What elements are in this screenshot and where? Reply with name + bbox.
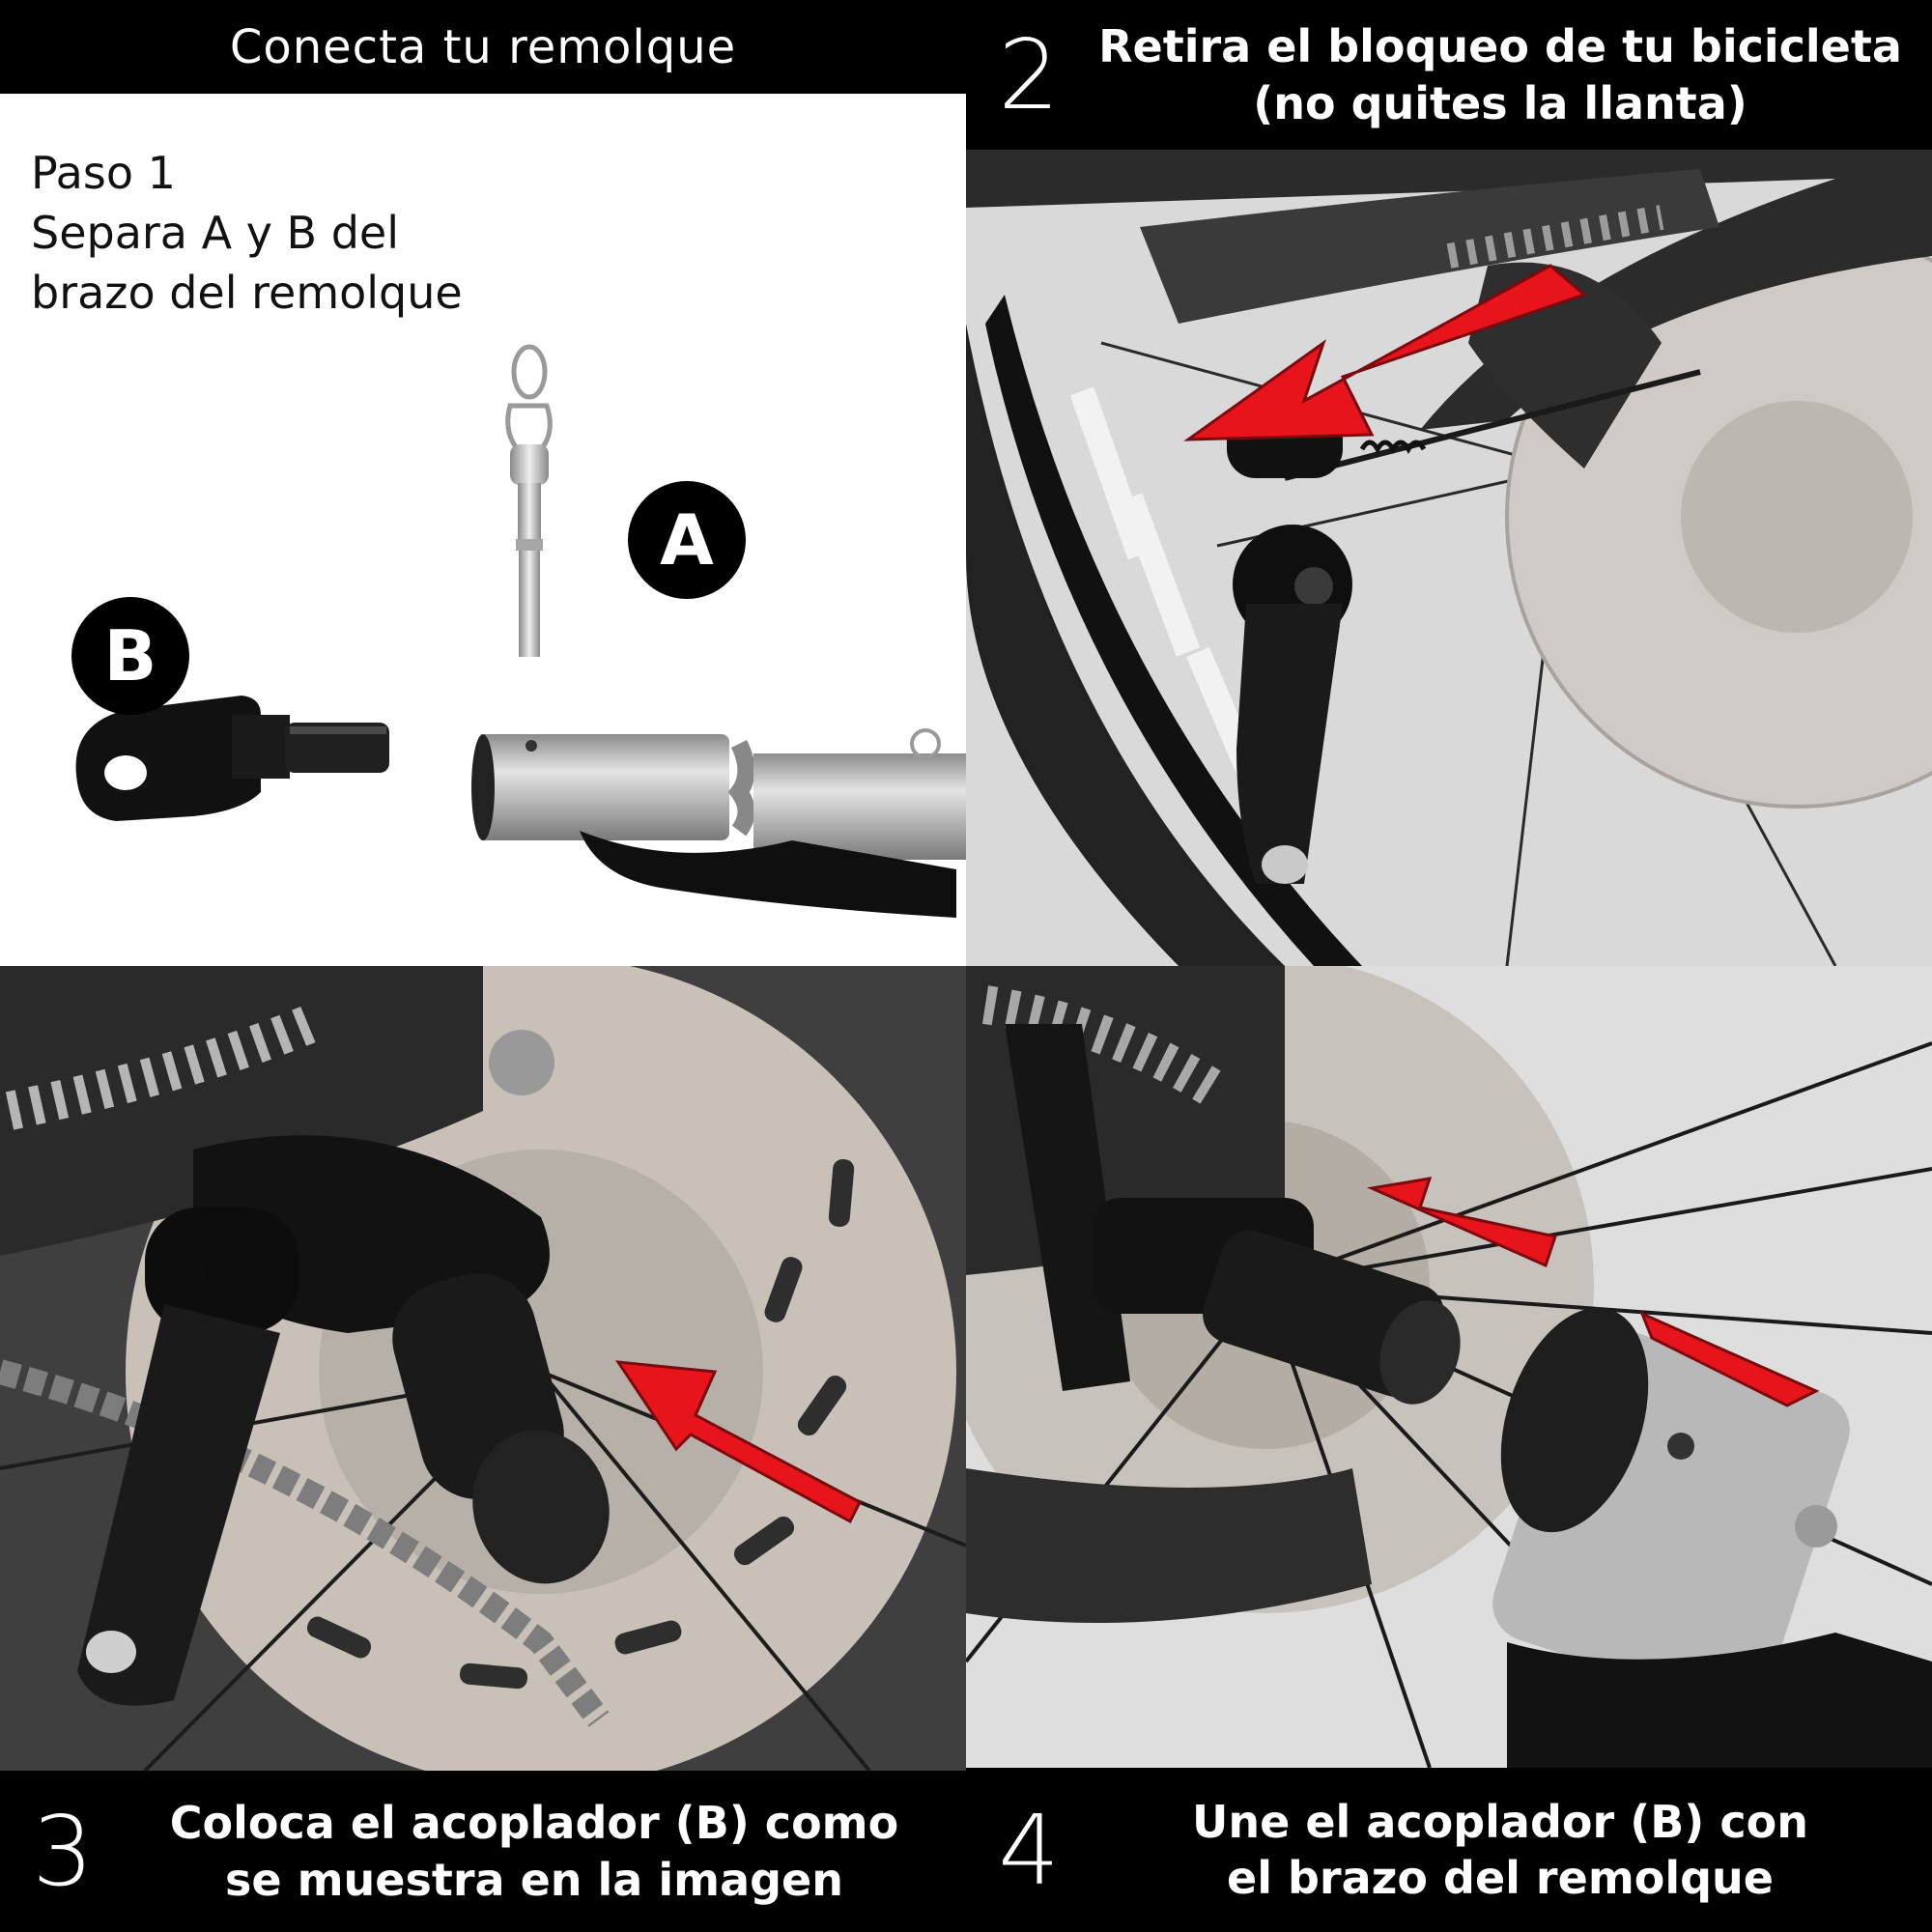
step2-number: 2: [998, 18, 1060, 131]
trailer-arm: [471, 728, 966, 918]
step1-title: Paso 1: [31, 147, 176, 199]
step4-line-1: Une el acoplador (B) con: [1192, 1795, 1808, 1848]
panel3-photo: [0, 966, 966, 1771]
step3-line-2: se muestra en la imagen: [225, 1853, 843, 1906]
panel4-photo: [966, 966, 1932, 1768]
pin-a: [505, 344, 553, 657]
panel2-header-bar: 2 Retira el bloqueo de tu bicicleta (no …: [966, 0, 1932, 150]
panel1-instructions: Paso 1 Separa A y B del brazo del remolq…: [31, 143, 463, 323]
step3-line-1: Coloca el acoplador (B) como: [169, 1797, 899, 1850]
step4-line-2: el brazo del remolque: [1227, 1852, 1774, 1904]
step2-line-1: Retira el bloqueo de tu bicicleta: [1098, 20, 1902, 73]
coupler-b: [75, 696, 389, 821]
badge-a: A: [628, 481, 746, 599]
coupler-b-installed: [1092, 1198, 1461, 1405]
panel4-arrow-left: [1366, 1177, 1557, 1268]
step1-line-1: Separa A y B del: [31, 207, 400, 259]
step3-number: 3: [32, 1795, 94, 1908]
panel1-header: Conecta tu remolque: [229, 19, 737, 74]
panel2-arrow: [1183, 264, 1587, 441]
qr-lever-open: [77, 1208, 299, 1706]
panel1-header-bar: Conecta tu remolque: [0, 0, 966, 94]
trailer-arm-approach: [1492, 1307, 1932, 1768]
step4-number: 4: [998, 1793, 1060, 1907]
panel3-footer-bar: 3 Coloca el acoplador (B) como se muestr…: [0, 1771, 966, 1932]
qr-lever: [1227, 411, 1352, 884]
panel4-arrow-right: [1639, 1311, 1820, 1407]
step3-text: Coloca el acoplador (B) como se muestra …: [126, 1795, 966, 1908]
panel4-footer-bar: 4 Une el acoplador (B) con el brazo del …: [966, 1768, 1932, 1932]
step1-line-2: brazo del remolque: [31, 267, 463, 319]
parts-photo: [0, 328, 966, 927]
step2-line-2: (no quites la llanta): [1253, 76, 1747, 129]
badge-b: B: [71, 597, 189, 715]
panel2-photo: [966, 150, 1932, 966]
panel3-arrow: [614, 1360, 862, 1524]
step4-text: Une el acoplador (B) con el brazo del re…: [1092, 1794, 1932, 1907]
step2-text: Retira el bloqueo de tu bicicleta (no qu…: [1092, 18, 1932, 131]
